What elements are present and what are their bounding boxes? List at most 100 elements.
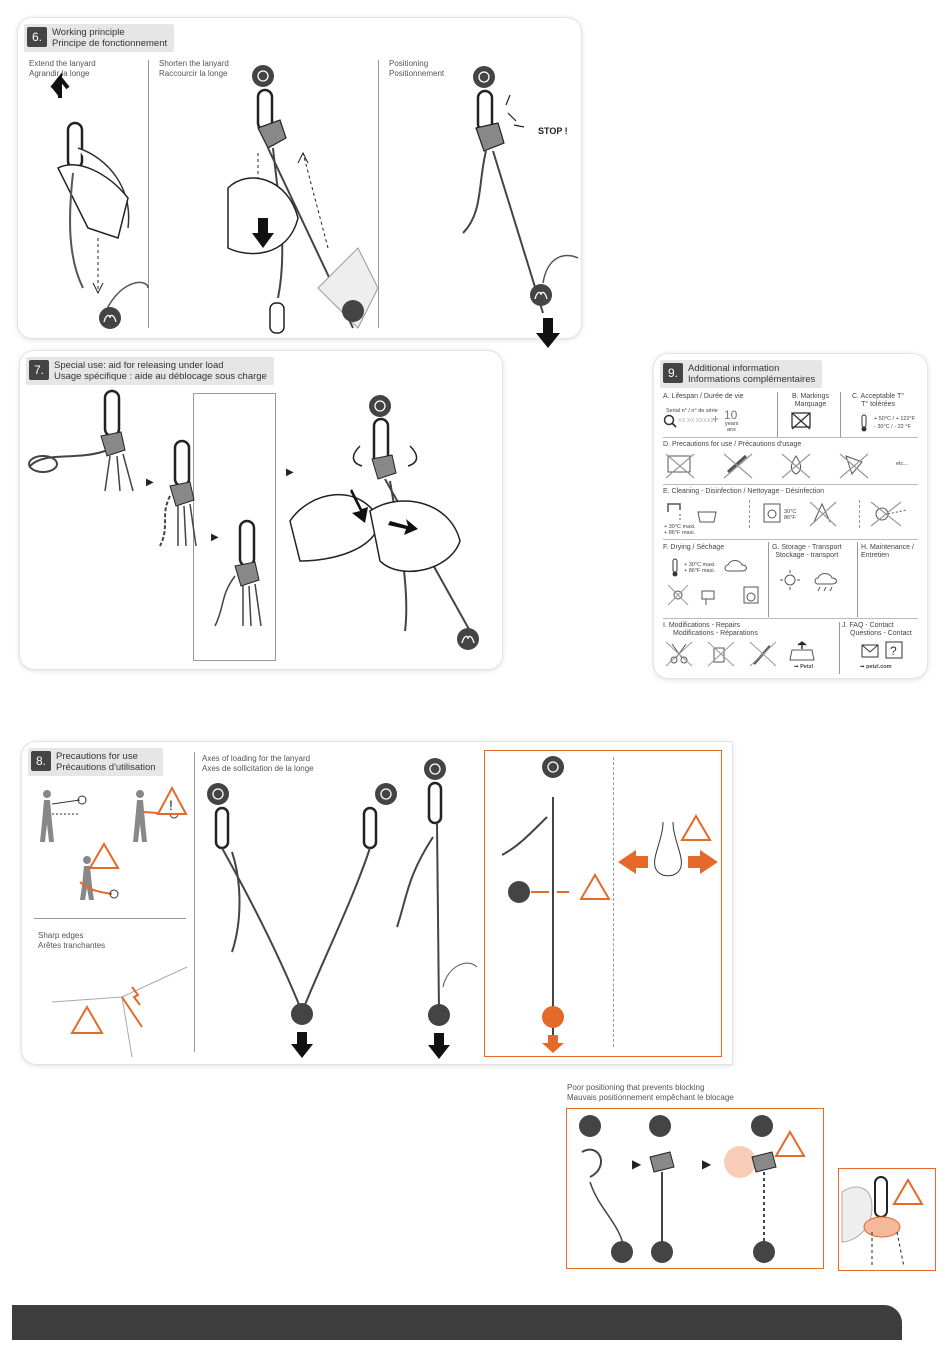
divider: [613, 757, 614, 1047]
drying-temp-2: + 86°F maxi.: [684, 568, 716, 574]
precautions-title: D. Precautions for use / Précautions d'u…: [663, 441, 802, 448]
extend-label-en: Extend the lanyard: [29, 59, 96, 68]
maintenance-title-en: H. Maintenance /: [861, 544, 914, 551]
extend-label: Extend the lanyard Agrandir la longe: [29, 59, 96, 78]
website[interactable]: petzl.com: [866, 664, 892, 670]
modifications-title-en: I. Modifications - Repairs: [663, 622, 741, 629]
years-number: 10: [724, 408, 738, 422]
hair-dryer-icon: [701, 590, 715, 605]
storage-icons: [780, 570, 837, 592]
fall-positions-illustration: !: [40, 785, 188, 900]
sharp-edges-en: Sharp edges: [38, 931, 84, 940]
temp-cold: - 30°C / - 22 °F: [874, 424, 911, 430]
maintenance-title-fr: Entretien: [861, 552, 890, 559]
markings-title-en: B. Markings: [792, 393, 829, 400]
storage-title: G. Storage - Transport Stockage - transp…: [772, 544, 842, 560]
release-step-4: [289, 395, 479, 650]
poor-positioning-fr: Mauvais positionnement empêchant le bloc…: [567, 1092, 734, 1102]
rain-icon: [814, 573, 837, 592]
divider: [768, 542, 769, 617]
next-arrow-icon: ▶: [146, 477, 154, 488]
fire-icon: [781, 453, 811, 479]
divider: [839, 622, 840, 674]
air-dry-icon: [724, 560, 747, 572]
divider: [859, 500, 860, 528]
temperature-title-en: C. Acceptable T°: [852, 393, 905, 400]
wash-temp-1: 30°C: [784, 509, 797, 515]
divider: [378, 60, 379, 328]
axes-label: Axes of loading for the lanyard Axes de …: [202, 754, 314, 773]
sun-icon: [780, 570, 800, 590]
petzl-brand: Petzl: [800, 664, 813, 670]
sharp-edges-label: Sharp edges Arêtes tranchantes: [38, 931, 105, 950]
axes-label-fr: Axes de sollicitation de la longe: [202, 763, 314, 773]
thermometer-icon: [861, 414, 867, 432]
section-6-number: 6.: [27, 27, 47, 47]
sharp-edges-fr: Arêtes tranchantes: [38, 940, 106, 950]
cutter-icon: [723, 453, 753, 479]
pen-icon: [749, 641, 777, 667]
divider: [857, 542, 858, 617]
magnifier-icon: [663, 414, 677, 428]
cleaning-title: E. Cleaning - Disinfection / Nettoyage -…: [663, 488, 825, 495]
next-arrow-icon: ▶: [286, 467, 294, 478]
contact-icons: ?: [861, 641, 903, 659]
section-7-title-en: Special use: aid for releasing under loa…: [54, 360, 224, 371]
divider: [34, 918, 186, 919]
next-arrow-icon: ▶: [211, 532, 219, 543]
serial-value: XX XX XXXXX: [678, 418, 715, 424]
sun-icon: [667, 584, 689, 606]
section-9-title-en: Additional information: [688, 363, 780, 374]
drying-temp-1: + 30°C maxi.: [684, 562, 716, 568]
warning-box: [484, 750, 722, 1057]
section-6-title-en: Working principle: [52, 27, 125, 38]
shorten-illustration: [227, 65, 379, 334]
single-lanyard-illustration: [396, 758, 478, 1059]
return-box-icon: [789, 641, 815, 661]
divider: [193, 660, 275, 661]
divider: [148, 60, 149, 328]
cleaning-temp-2: + 86°F maxi.: [664, 530, 696, 536]
modification-icons: [665, 641, 815, 667]
faq-title-fr: Questions - Contact: [850, 630, 912, 637]
cleaning-icons: [667, 501, 907, 527]
temperature-title: C. Acceptable T° T° tolérées: [852, 393, 904, 409]
shorten-label: Shorten the lanyard Raccourcir la longe: [159, 59, 229, 78]
poor-positioning-label: Poor positioning that prevents blocking …: [567, 1083, 734, 1102]
scissors-icon: [665, 641, 693, 667]
poor-positioning-illustration: ▶ ▶: [579, 1115, 806, 1263]
detail-warning-illustration: [841, 1176, 924, 1268]
storage-title-fr: Stockage - transport: [775, 552, 839, 559]
poor-positioning-box: [566, 1108, 824, 1269]
section-9-panel: 9. Additional information Informations c…: [654, 354, 927, 678]
shorten-label-en: Shorten the lanyard: [159, 59, 229, 68]
section-6-header: 6. Working principle Principe de fonctio…: [24, 24, 175, 52]
drying-title: F. Drying / Séchage: [663, 544, 725, 551]
divider: [275, 393, 276, 661]
storage-title-en: G. Storage - Transport: [772, 544, 842, 551]
faq-title-en: J. FAQ - Contact: [842, 622, 894, 629]
divider: [663, 539, 918, 540]
poor-positioning-en: Poor positioning that prevents blocking: [567, 1083, 705, 1092]
section-8-panel: 8. Precautions for use Précautions d'uti…: [22, 742, 732, 1064]
lifespan-title: A. Lifespan / Durée de vie: [663, 393, 744, 400]
wash-icon: [697, 511, 717, 523]
faq-title: J. FAQ - Contact Questions - Contact: [842, 622, 912, 638]
section-6-panel: 6. Working principle Principe de fonctio…: [18, 18, 581, 348]
y-lanyard-illustration: [207, 783, 397, 1058]
years-word-fr: ans: [727, 427, 736, 433]
section-7-title-fr: Usage spécifique : aide au déblocage sou…: [54, 371, 267, 382]
markings-icon: [791, 412, 811, 430]
disinfect-icon: [809, 501, 837, 527]
detail-warning-box: [838, 1168, 936, 1271]
section-7-number: 7.: [29, 360, 49, 380]
markings-title: B. Markings Marquage: [792, 393, 829, 409]
washing-machine-icon: [763, 503, 781, 523]
etc-label: etc...: [896, 461, 908, 467]
positioning-label: Positioning Positionnement: [389, 59, 444, 78]
maintenance-title: H. Maintenance / Entretien: [861, 544, 914, 560]
dryer-machine-icon: [743, 586, 759, 604]
svg-text:▶: ▶: [632, 1157, 642, 1171]
extend-illustration: [50, 72, 149, 329]
drying-icons: [667, 560, 759, 606]
